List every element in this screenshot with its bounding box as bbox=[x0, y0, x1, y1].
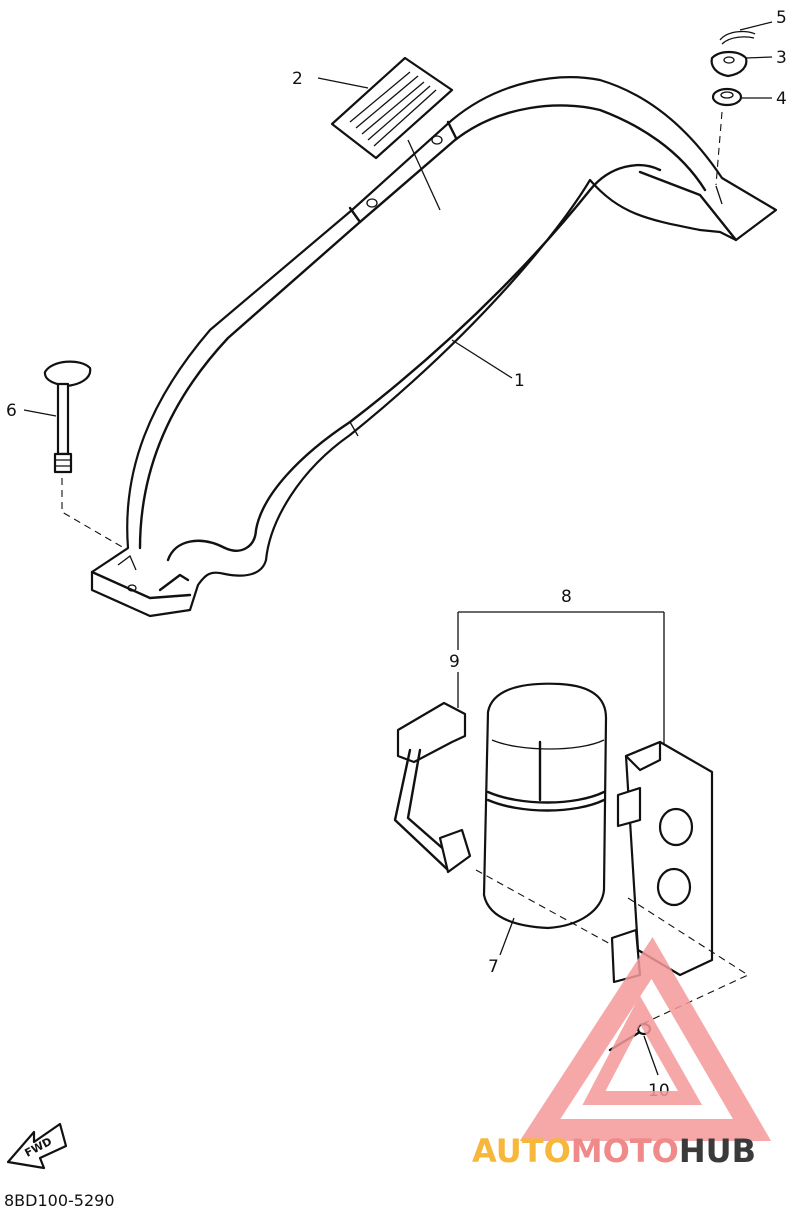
callout-3: 3 bbox=[776, 48, 787, 68]
guide-line bbox=[61, 478, 125, 549]
callout-2: 2 bbox=[292, 69, 303, 89]
guide-line bbox=[475, 869, 613, 946]
wing-bolt bbox=[43, 360, 92, 474]
fwd-arrow: FWD bbox=[6, 1122, 68, 1170]
watermark-wordmark: AUTOMOTOHUB bbox=[472, 1132, 756, 1170]
tank-bracket bbox=[610, 740, 714, 984]
watermark-triangle-inner-icon bbox=[582, 995, 703, 1105]
callout-7: 7 bbox=[488, 957, 499, 977]
guide-line bbox=[715, 111, 723, 186]
callout-4: 4 bbox=[776, 89, 787, 109]
callout-5: 5 bbox=[776, 8, 787, 28]
watermark-moto: MOTO bbox=[571, 1132, 679, 1170]
callout-1: 1 bbox=[514, 371, 525, 391]
washer bbox=[711, 87, 743, 107]
oil-tank bbox=[482, 682, 608, 930]
leader-lines bbox=[23, 21, 773, 1076]
callout-6: 6 bbox=[6, 401, 17, 421]
watermark-logo bbox=[519, 937, 772, 1141]
drawing-code: 8BD100-5290 bbox=[4, 1191, 115, 1210]
svg-text:AUTOMOTOHUB: AUTOMOTOHUB bbox=[472, 1132, 756, 1170]
callout-8: 8 bbox=[561, 587, 572, 607]
watermark-auto: AUTO bbox=[472, 1132, 571, 1170]
label-decal bbox=[330, 56, 454, 211]
callout-9: 9 bbox=[449, 652, 460, 672]
watermark-triangle-icon bbox=[519, 937, 772, 1141]
wing-nut bbox=[710, 50, 748, 78]
rear-fender bbox=[90, 76, 778, 618]
strap-band bbox=[393, 701, 472, 874]
cotter-clip bbox=[719, 30, 756, 45]
watermark-hub: HUB bbox=[679, 1132, 756, 1170]
